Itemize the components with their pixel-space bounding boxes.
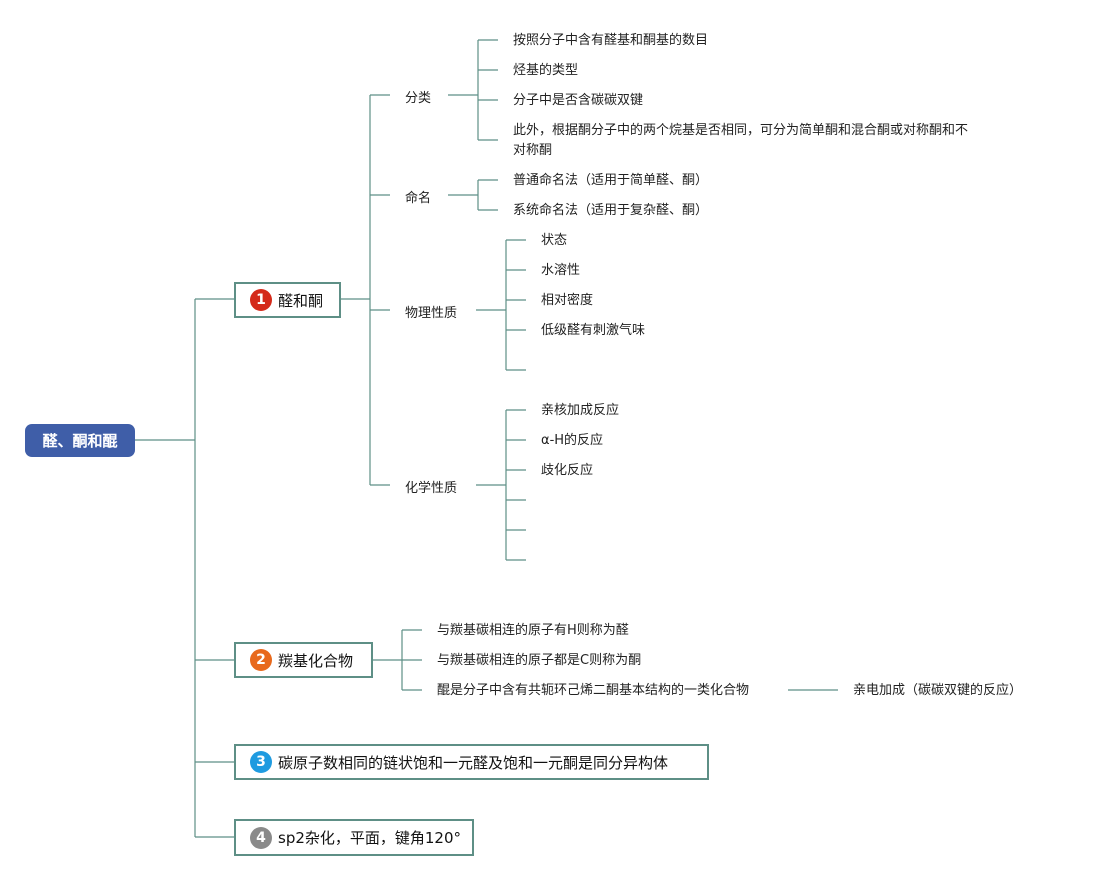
badge-2-icon: 2 — [250, 649, 272, 671]
naming-node[interactable]: 命名 — [405, 191, 432, 206]
badge-1-icon: 1 — [250, 289, 272, 311]
branch2-item-2[interactable]: 与羰基碳相连的原子都是C则称为酮 — [437, 653, 642, 668]
classify-item-4-line1: 此外，根据酮分子中的两个烷基是否相同，可分为简单酮和混合酮或对称酮和不 — [513, 123, 969, 138]
branch1-label: 醛和酮 — [278, 291, 324, 310]
classify-item-3[interactable]: 分子中是否含碳碳双键 — [513, 93, 644, 108]
chemical-node[interactable]: 化学性质 — [405, 481, 458, 496]
branch3-label: 碳原子数相同的链状饱和一元醛及饱和一元酮是同分异构体 — [278, 753, 669, 772]
physical-item-4[interactable]: 低级醛有刺激气味 — [541, 323, 646, 338]
root-node[interactable]: 醛、酮和醌 — [25, 424, 135, 457]
physical-item-3[interactable]: 相对密度 — [541, 293, 594, 308]
branch2-item-3[interactable]: 醌是分子中含有共轭环己烯二酮基本结构的一类化合物 — [437, 683, 750, 698]
badge-3-icon: 3 — [250, 751, 272, 773]
branch2-item-3-sub[interactable]: 亲电加成（碳碳双键的反应） — [853, 683, 1023, 698]
chemical-item-3[interactable]: 歧化反应 — [541, 463, 594, 478]
link-physical-leaves — [476, 239, 526, 371]
link-naming-leaves — [448, 179, 498, 211]
classify-item-4[interactable]: 此外，根据酮分子中的两个烷基是否相同，可分为简单酮和混合酮或对称酮和不 对称酮 — [513, 121, 968, 161]
link-chemical-leaves — [476, 409, 526, 561]
link-classify-leaves — [448, 39, 498, 141]
badge-4-icon: 4 — [250, 826, 272, 849]
classify-node[interactable]: 分类 — [405, 91, 432, 106]
naming-item-1[interactable]: 普通命名法（适用于简单醛、酮） — [513, 173, 709, 188]
branch3-node[interactable]: 3 碳原子数相同的链状饱和一元醛及饱和一元酮是同分异构体 — [234, 744, 709, 780]
link-root-trunk — [135, 299, 196, 837]
physical-item-2[interactable]: 水溶性 — [541, 263, 581, 278]
branch2-node[interactable]: 2 羰基化合物 — [234, 642, 373, 678]
branch4-label: sp2杂化，平面，键角120° — [278, 829, 462, 847]
branch4-node[interactable]: 4 sp2杂化，平面，键角120° — [234, 819, 474, 856]
branch1-node[interactable]: 1 醛和酮 — [234, 282, 341, 318]
naming-item-2[interactable]: 系统命名法（适用于复杂醛、酮） — [513, 203, 709, 218]
chemical-item-2[interactable]: α-H的反应 — [541, 433, 604, 448]
branch2-item-1[interactable]: 与羰基碳相连的原子有H则称为醛 — [437, 623, 629, 638]
branch2-label: 羰基化合物 — [278, 651, 354, 670]
chemical-item-1[interactable]: 亲核加成反应 — [541, 403, 620, 418]
classify-item-4-line2: 对称酮 — [513, 143, 553, 158]
classify-item-2[interactable]: 烃基的类型 — [513, 63, 579, 78]
physical-node[interactable]: 物理性质 — [405, 306, 458, 321]
classify-item-1[interactable]: 按照分子中含有醛基和酮基的数目 — [513, 33, 709, 48]
physical-item-1[interactable]: 状态 — [541, 233, 568, 248]
link-branch2-leaves — [372, 629, 422, 691]
link-branch1-trunk — [340, 95, 371, 485]
root-label: 醛、酮和醌 — [42, 432, 118, 450]
